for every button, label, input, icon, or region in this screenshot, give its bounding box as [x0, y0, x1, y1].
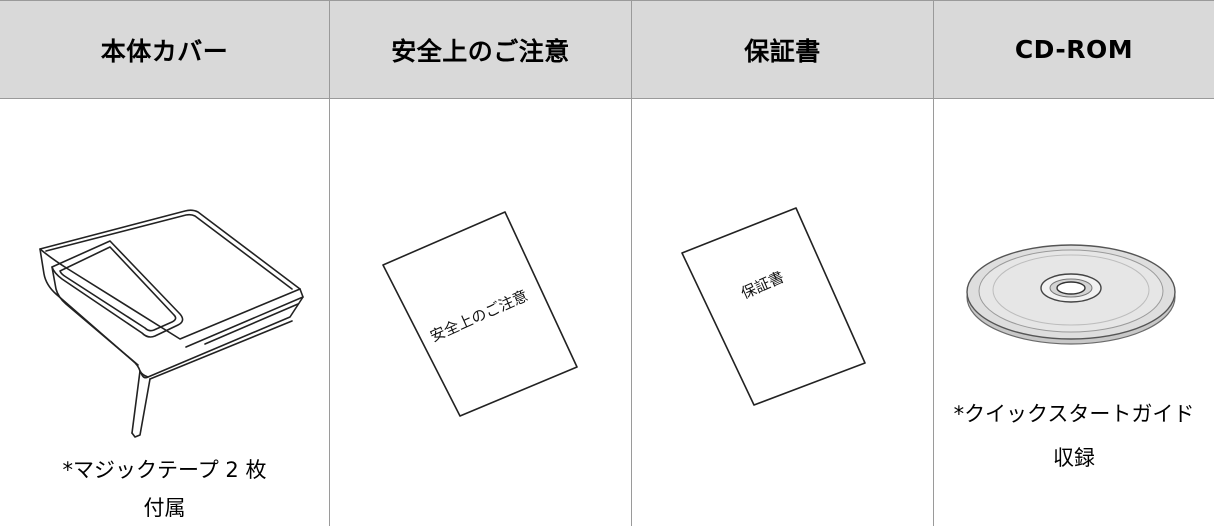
- cell-safety: 安全上のご注意: [330, 99, 631, 526]
- cover-illustration: [39, 209, 304, 438]
- header-warranty: 保証書: [744, 36, 821, 66]
- column-divider: [329, 0, 330, 526]
- booklet-illustration: 安全上のご注意: [382, 211, 578, 417]
- caption-cdrom-line1: *クイックスタートガイド: [953, 402, 1195, 426]
- cell-cover: *マジックテープ 2 枚 付属: [0, 99, 329, 526]
- header-cover: 本体カバー: [100, 36, 229, 66]
- cell-warranty: 保証書: [632, 99, 933, 526]
- header-safety: 安全上のご注意: [391, 36, 570, 66]
- caption-cdrom-line2: 収録: [1053, 446, 1095, 470]
- cell-cdrom: *クイックスタートガイド 収録: [934, 99, 1214, 526]
- header-cdrom: CD-ROM: [1014, 35, 1134, 64]
- column-divider: [933, 0, 934, 526]
- table-header-row: 本体カバー 安全上のご注意 保証書 CD-ROM: [0, 0, 1214, 99]
- booklet-illustration: 保証書: [681, 207, 866, 406]
- column-divider: [631, 0, 632, 526]
- cd-illustration: [966, 244, 1176, 345]
- caption-cover-line2: 付属: [143, 496, 186, 520]
- caption-cover-line1: *マジックテープ 2 枚: [62, 458, 267, 482]
